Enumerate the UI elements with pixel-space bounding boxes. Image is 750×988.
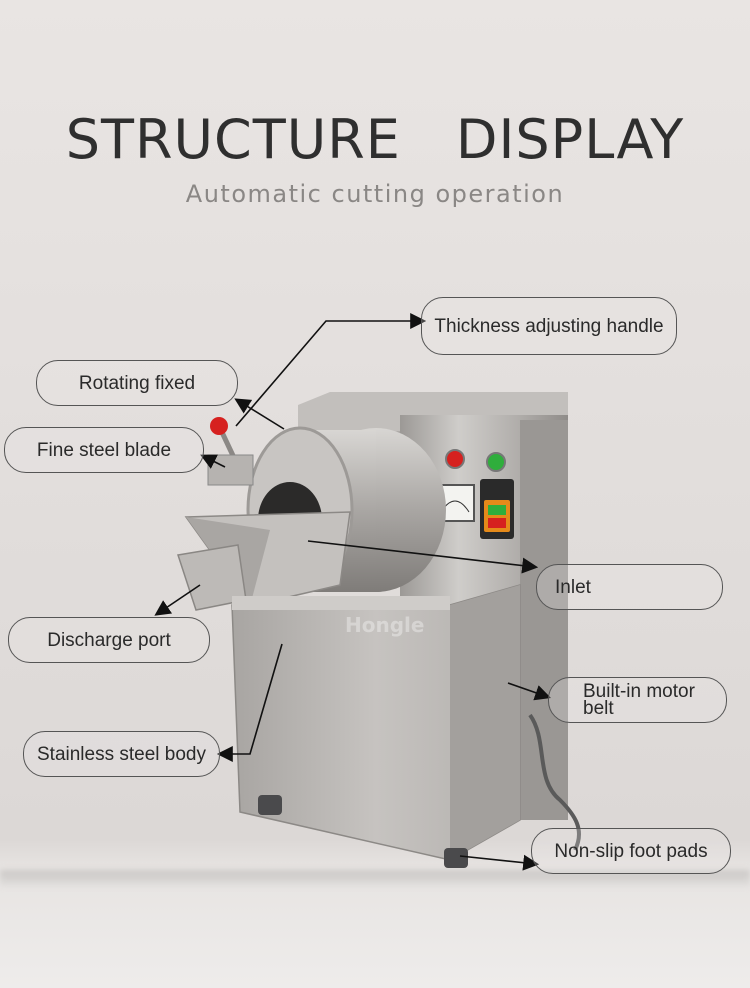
label-text: Inlet: [555, 576, 591, 598]
label-text: Discharge port: [47, 629, 171, 651]
label-text-line1: Built-in motor: [583, 681, 695, 702]
handle-knob: [210, 417, 228, 435]
label-text: Stainless steel body: [37, 743, 206, 765]
foot-pad: [258, 795, 282, 815]
power-cord: [528, 713, 581, 851]
label-text: Non-slip foot pads: [554, 840, 708, 862]
power-indicator-green: [486, 452, 506, 472]
foot-pad: [444, 848, 468, 868]
label-text: Fine steel blade: [36, 439, 172, 461]
arrow-thickness-handle: [235, 313, 427, 427]
arrow-discharge: [154, 584, 201, 616]
label-text: Rotating fixed: [78, 372, 196, 394]
arrow-motor: [507, 682, 552, 701]
arrow-rotating-fixed: [234, 398, 285, 430]
watermark: Hongle: [345, 613, 424, 637]
label-motor-belt: Built-in motor belt: [548, 677, 727, 723]
arrow-body: [216, 643, 283, 762]
label-discharge-port: Discharge port: [8, 617, 210, 663]
arrow-foot-pads: [459, 854, 540, 871]
label-fine-blade: Fine steel blade: [4, 427, 204, 473]
floor-shadow: [0, 870, 750, 886]
label-text-line2: belt: [583, 698, 614, 719]
label-rotating-fixed: Rotating fixed: [36, 360, 238, 406]
label-inlet: Inlet: [536, 564, 723, 610]
power-indicator-red: [445, 449, 465, 469]
arrow-inlet: [307, 540, 539, 574]
page-subtitle: Automatic cutting operation: [185, 180, 565, 208]
label-thickness-handle: Thickness adjusting handle: [421, 297, 677, 355]
label-foot-pads: Non-slip foot pads: [531, 828, 731, 874]
label-text: Thickness adjusting handle: [434, 315, 664, 337]
page-title: STRUCTURE DISPLAY: [65, 108, 685, 171]
label-steel-body: Stainless steel body: [23, 731, 220, 777]
arrow-fine-blade: [200, 454, 226, 469]
